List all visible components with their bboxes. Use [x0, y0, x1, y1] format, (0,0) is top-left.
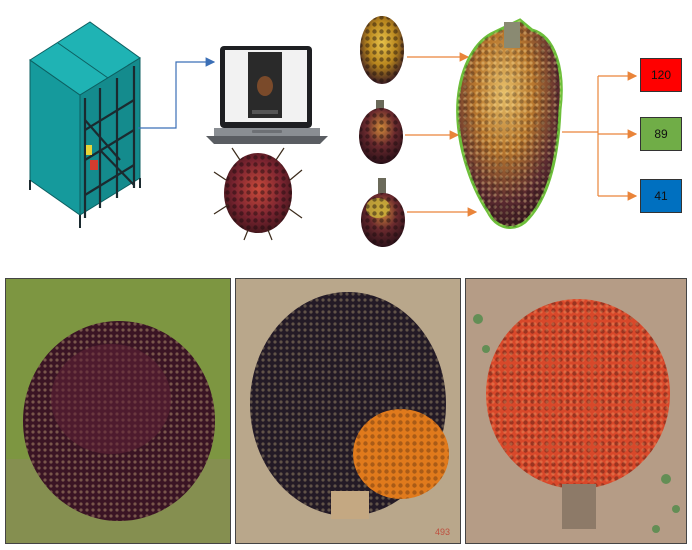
arrow-cabinet-to-laptop [138, 57, 216, 129]
view-crop-2 [359, 100, 403, 164]
count-green-value: 89 [654, 127, 668, 141]
sample-fruit-bunch [213, 147, 303, 241]
pipeline-diagram: 120 89 41 [0, 0, 692, 250]
laptop-icon [206, 46, 328, 144]
count-blue-value: 41 [654, 189, 668, 203]
detected-fruit-bunch [456, 18, 563, 229]
photo-watermark: 493 [434, 527, 450, 537]
count-red-value: 120 [650, 68, 672, 82]
photo-underripe: 493 [235, 278, 461, 544]
view-crop-1 [360, 16, 404, 84]
pipeline-svg [29, 16, 638, 247]
crop-arrows [405, 52, 478, 217]
count-box-green: 89 [640, 117, 682, 151]
view-crop-3 [361, 178, 405, 247]
imaging-cabinet [29, 21, 141, 228]
count-arrows [562, 71, 638, 201]
photo-ripe [465, 278, 687, 544]
count-box-blue: 41 [640, 179, 682, 213]
count-box-red: 120 [640, 58, 682, 92]
photo-unripe [5, 278, 231, 544]
